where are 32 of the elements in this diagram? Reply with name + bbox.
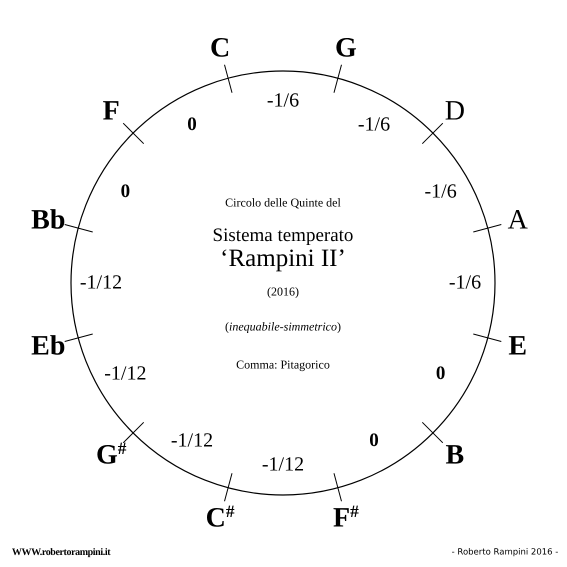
tempering-value: -1/6 xyxy=(266,90,300,112)
note-name: Bb xyxy=(31,205,66,235)
tempering-value: 0 xyxy=(369,430,379,451)
note-name: G xyxy=(335,34,357,63)
note-name: F$^{#}$ xyxy=(333,503,359,532)
note-name: E xyxy=(508,331,528,361)
note-name: Eb xyxy=(31,331,66,361)
tempering-value: -1/12 xyxy=(104,364,146,384)
tempering-value: 0 xyxy=(436,364,446,384)
tempering-value: 0 xyxy=(120,182,130,202)
tempering-value: 0 xyxy=(187,115,197,136)
website-address: WWW.robertorampini.it xyxy=(12,548,110,558)
comma-note: Comma: Pitagorico xyxy=(236,358,330,372)
tempering-value: -1/6 xyxy=(448,272,482,294)
tempering-value: -1/6 xyxy=(424,182,457,202)
note-name: G$^{#}$ xyxy=(96,440,126,470)
note-name: D xyxy=(444,96,465,126)
title-text: Circolo delle Quinte del xyxy=(225,196,341,210)
note-name: F xyxy=(102,96,120,126)
note-name: B xyxy=(445,440,464,470)
note-name: C$^{#}$ xyxy=(206,503,235,532)
tempering-value: -1/12 xyxy=(170,430,214,452)
description-text: (inequabile-simmetrico) xyxy=(225,320,341,334)
title-text: ‘Rampini II’ xyxy=(220,246,346,272)
tempering-value: -1/12 xyxy=(80,272,122,294)
year-text: (2016) xyxy=(267,286,299,298)
note-name: A xyxy=(508,205,528,235)
title-text: Sistema temperato xyxy=(212,226,354,246)
author-credit: - Roberto Rampini 2016 - xyxy=(452,548,558,558)
tempering-value: -1/12 xyxy=(262,454,304,476)
note-name: C xyxy=(210,34,230,63)
tempering-value: -1/6 xyxy=(358,114,390,136)
